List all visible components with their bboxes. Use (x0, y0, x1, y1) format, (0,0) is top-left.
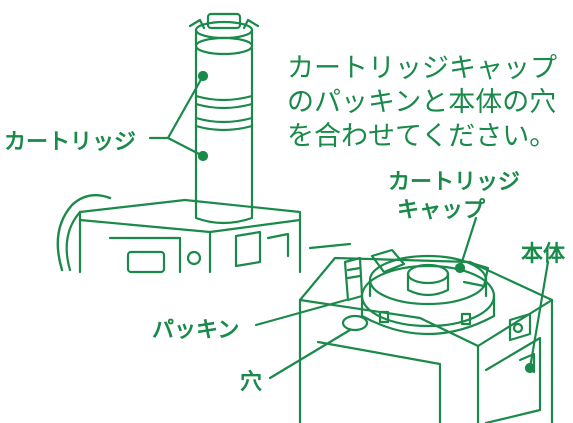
cartridge-cap-label-line2: キャップ (397, 198, 486, 223)
instruction-line-1: カートリッジキャップ (287, 53, 557, 84)
right-device (298, 242, 554, 423)
instruction-line-2: のパッキンと本体の穴 (287, 87, 557, 118)
cartridge-label: カートリッジ (4, 130, 137, 155)
right-leaders (254, 216, 550, 380)
instruction-line-3: を合わせてください。 (287, 121, 557, 152)
packing-label: パッキン (152, 318, 240, 343)
hole-label: 穴 (240, 370, 263, 395)
instruction-text: カートリッジキャップ のパッキンと本体の穴 を合わせてください。 (287, 52, 557, 154)
left-device (56, 12, 302, 274)
cartridge-leader (148, 74, 205, 158)
body-label: 本体 (521, 242, 566, 267)
cartridge-cap-label-line1: カートリッジ (388, 170, 521, 195)
